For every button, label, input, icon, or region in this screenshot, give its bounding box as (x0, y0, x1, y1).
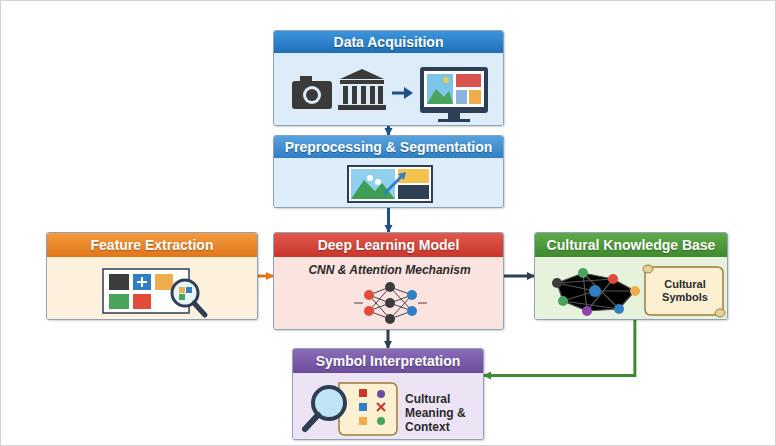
box-text: CNN & Attention Mechanism (282, 264, 497, 278)
process-box: Symbol InterpretationCultural Meaning & … (292, 348, 484, 440)
box-header: Feature Extraction (47, 233, 257, 257)
box-text: Cultural Meaning & Context (405, 393, 481, 434)
flow-arrow (387, 330, 390, 348)
box-header: Preprocessing & Segmentation (274, 136, 503, 158)
flow-arrow (387, 126, 390, 135)
box-header: Data Acquisition (274, 31, 503, 53)
box-header: Cultural Knowledge Base (535, 233, 727, 257)
box-header: Symbol Interpretation (293, 349, 483, 373)
process-box: Deep Learning ModelCNN & Attention Mecha… (273, 232, 504, 330)
box-title: Cultural Knowledge Base (547, 237, 716, 253)
box-title: Symbol Interpretation (316, 353, 461, 369)
flow-arrow (484, 320, 635, 376)
process-box: Feature Extraction (46, 232, 258, 320)
flow-arrow (258, 275, 273, 278)
box-title: Preprocessing & Segmentation (285, 139, 493, 155)
process-box: Cultural Knowledge BaseCultural Symbols (534, 232, 728, 320)
box-header: Deep Learning Model (274, 233, 503, 257)
box-title: Feature Extraction (91, 237, 214, 253)
flow-arrow (504, 275, 534, 278)
process-box: Data Acquisition (273, 30, 504, 126)
process-box: Preprocessing & Segmentation (273, 135, 504, 208)
box-title: Data Acquisition (334, 34, 444, 50)
flow-arrow (387, 208, 390, 232)
box-title: Deep Learning Model (318, 237, 460, 253)
box-text: Cultural Symbols (651, 278, 719, 303)
